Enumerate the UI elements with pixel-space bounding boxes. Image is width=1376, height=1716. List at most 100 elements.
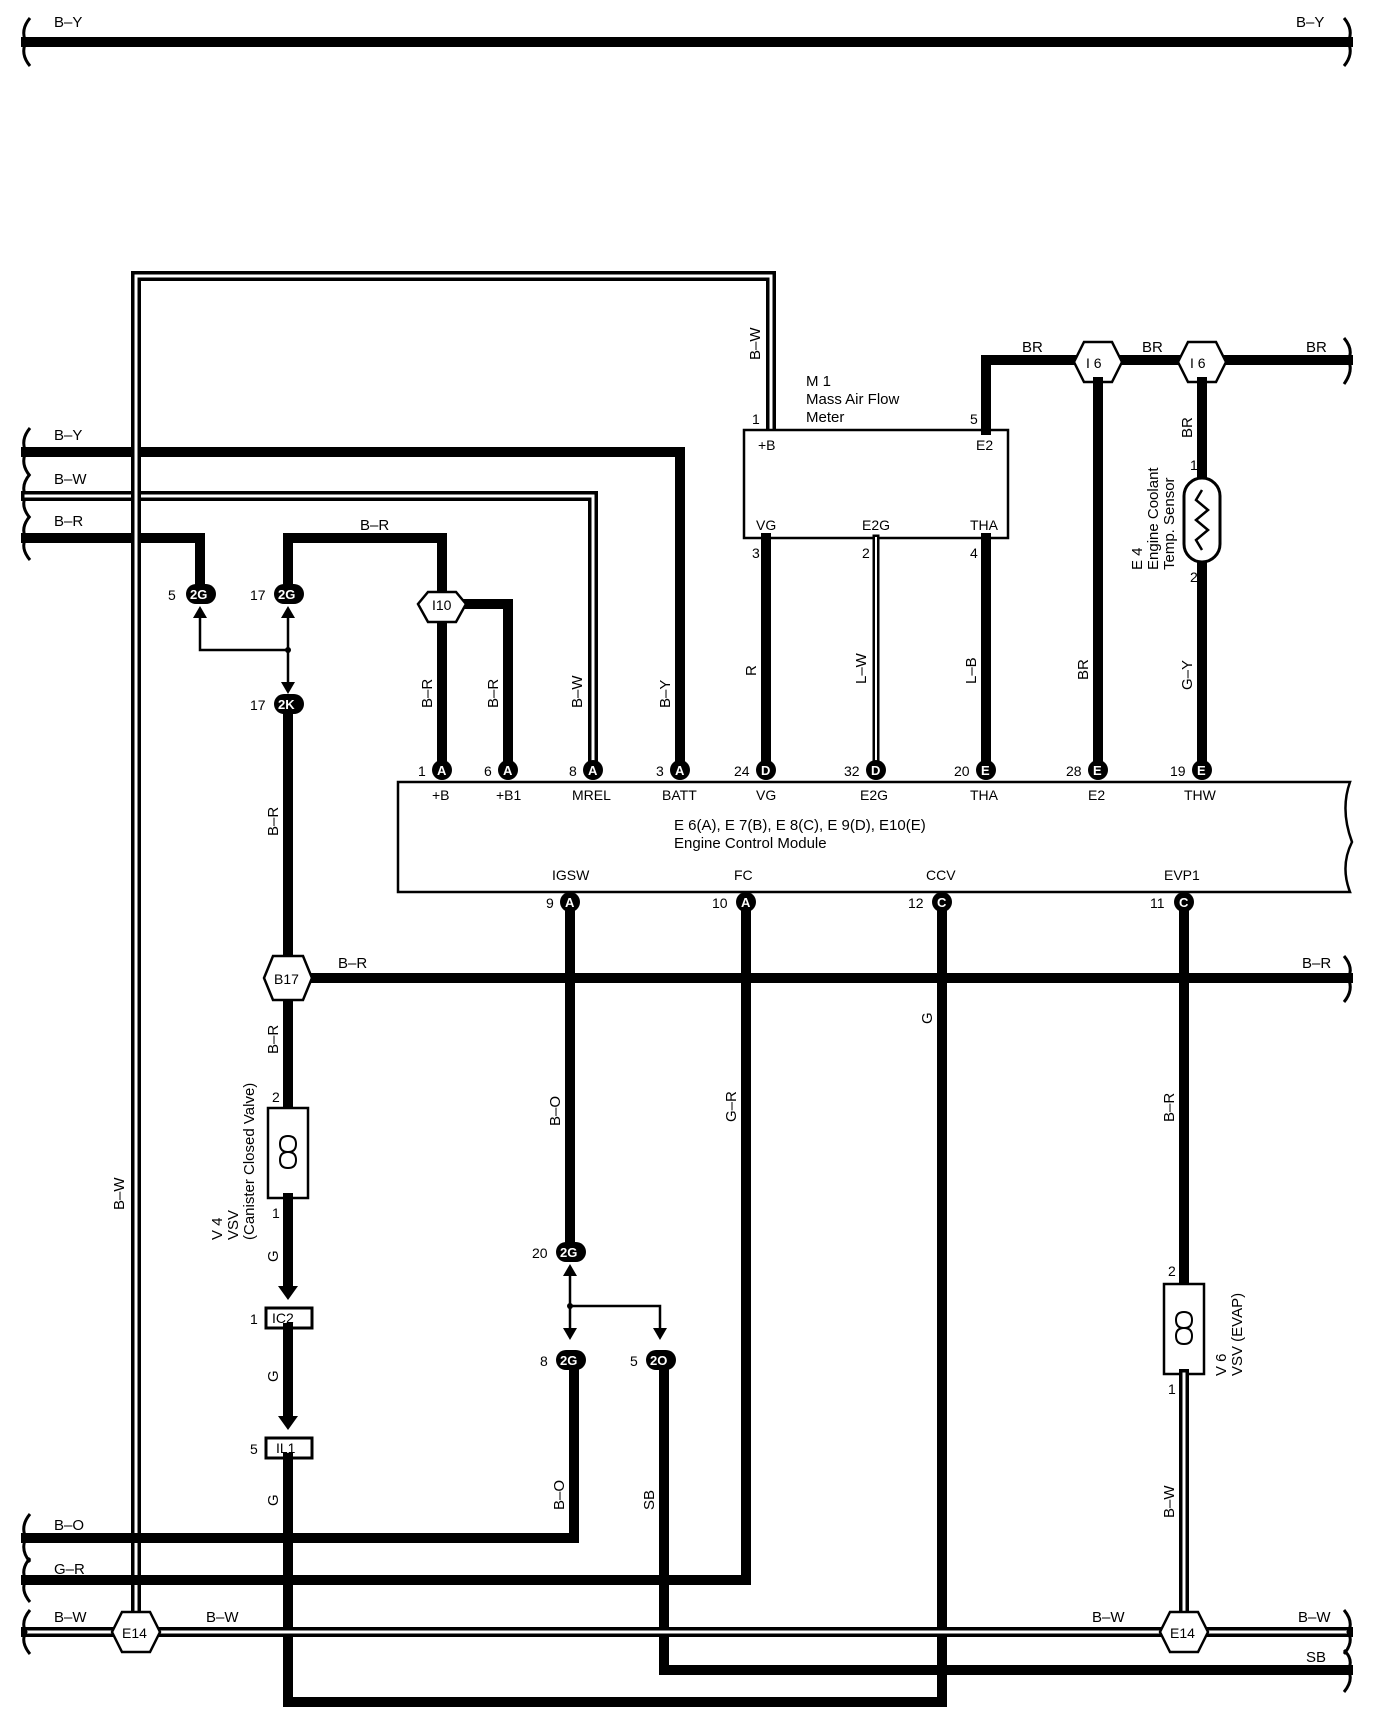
svg-text:E14: E14 (122, 1625, 147, 1641)
wire-label-e2: BR (1075, 659, 1092, 680)
svg-text:MREL: MREL (572, 787, 611, 803)
svg-text:5: 5 (630, 1353, 638, 1369)
bottom-right-bw-right: B–W (1298, 1609, 1331, 1626)
svg-text:12: 12 (908, 895, 924, 911)
svg-text:+B: +B (432, 787, 450, 803)
svg-text:G–Y: G–Y (1179, 660, 1196, 690)
svg-text:IL1: IL1 (276, 1440, 296, 1456)
svg-text:E2G: E2G (862, 517, 890, 533)
svg-text:2G: 2G (560, 1245, 577, 1260)
junction-e14a: E14 (110, 1610, 162, 1654)
br-evp-label: B–R (1161, 1093, 1178, 1122)
svg-text:5: 5 (970, 411, 978, 427)
svg-text:8: 8 (540, 1353, 548, 1369)
bottom-left-bw-mid: B–W (206, 1609, 239, 1626)
svg-text:17: 17 (250, 587, 266, 603)
junction-b17: B17 (262, 954, 314, 1002)
svg-text:A: A (741, 895, 751, 910)
svg-text:2K: 2K (278, 697, 295, 712)
svg-text:D: D (871, 763, 880, 778)
svg-text:24: 24 (734, 763, 750, 779)
br-label-1: BR (1022, 339, 1043, 356)
svg-text:A: A (588, 763, 598, 778)
vsv-canister: 2 1 V 4 VSV (Canister Closed Valve) (209, 1083, 310, 1240)
maf-wire-in-label: B–W (747, 327, 764, 360)
svg-text:2: 2 (1190, 569, 1198, 585)
svg-text:A: A (437, 763, 447, 778)
engine-control-module: E 6(A), E 7(B), E 8(C), E 9(D), E10(E) E… (396, 780, 1354, 894)
mass-air-flow-meter: M 1 Mass Air Flow Meter +B E2 VG E2G THA… (742, 373, 1010, 561)
wire-label-pb: B–R (419, 679, 436, 708)
g-below-il1-label: G (265, 1494, 282, 1506)
svg-text:32: 32 (844, 763, 860, 779)
bottom-left-brackets: B–O G–R B–W B–W (22, 1513, 239, 1655)
svg-text:6: 6 (484, 763, 492, 779)
svg-text:17: 17 (250, 697, 266, 713)
svg-text:19: 19 (1170, 763, 1186, 779)
svg-text:I 6: I 6 (1086, 355, 1102, 371)
connectors-2g-2k: 2G 5 2G 17 2K 17 (168, 584, 304, 714)
svg-text:2: 2 (862, 545, 870, 561)
junction-e14b: E14 (1158, 1610, 1210, 1654)
svg-text:A: A (565, 895, 575, 910)
svg-text:E2: E2 (976, 437, 993, 453)
connector-2g-8: 2G 8 (540, 1350, 586, 1370)
ecm-pin-pb: A1 +B (418, 760, 452, 803)
svg-text:BR: BR (1179, 417, 1196, 438)
svg-text:11: 11 (1150, 895, 1165, 911)
svg-text:Engine Coolant: Engine Coolant (1145, 467, 1162, 570)
wire-label-mrel: B–W (569, 675, 586, 708)
svg-text:E14: E14 (1170, 1625, 1195, 1641)
svg-text:E: E (981, 763, 990, 778)
svg-text:2G: 2G (278, 587, 295, 602)
br-below-b17-label: B–R (265, 1025, 282, 1054)
svg-text:2G: 2G (190, 587, 207, 602)
svg-text:THA: THA (970, 787, 999, 803)
junction-i10: I10 (416, 590, 468, 624)
wire-label-batt: B–Y (657, 680, 674, 708)
bottom-right-brackets: B–W B–W SB (1092, 1609, 1352, 1693)
svg-text:1: 1 (418, 763, 426, 779)
bottom-right-sb: SB (1306, 1649, 1326, 1666)
svg-text:2: 2 (1168, 1263, 1176, 1279)
svg-text:2: 2 (272, 1089, 280, 1105)
svg-text:1: 1 (1168, 1381, 1176, 1397)
svg-text:CCV: CCV (926, 867, 956, 883)
ecm-title-line1: E 6(A), E 7(B), E 8(C), E 9(D), E10(E) (674, 817, 926, 834)
svg-text:E2G: E2G (860, 787, 888, 803)
left-label-bw: B–W (54, 471, 87, 488)
g-below-ic2-label: G (265, 1370, 282, 1382)
svg-text:IGSW: IGSW (552, 867, 590, 883)
svg-text:A: A (503, 763, 513, 778)
svg-text:V 4: V 4 (209, 1217, 226, 1240)
svg-text:EVP1: EVP1 (1164, 867, 1200, 883)
br-top-mid-label: B–R (360, 517, 389, 534)
svg-text:E2: E2 (1088, 787, 1105, 803)
connector-2g-20: 2G 20 (532, 1242, 586, 1262)
svg-text:C: C (937, 895, 947, 910)
br-left-col-label: B–R (265, 807, 282, 836)
sb-lower-label: SB (641, 1490, 658, 1510)
svg-text:D: D (761, 763, 770, 778)
svg-text:20: 20 (954, 763, 970, 779)
connector-ic2: IC2 1 (250, 1306, 314, 1330)
svg-text:1: 1 (752, 411, 760, 427)
wire-label-vg: R (743, 665, 760, 676)
wire-label-e2g: L–W (853, 652, 870, 684)
br-label-2: BR (1142, 339, 1163, 356)
junction-i6a: I 6 (1072, 340, 1124, 384)
bottom-right-bw-left: B–W (1092, 1609, 1125, 1626)
svg-text:20: 20 (532, 1245, 548, 1261)
bo-igsw-label: B–O (547, 1096, 564, 1126)
svg-text:(Canister Closed Valve): (Canister Closed Valve) (241, 1083, 258, 1240)
g-below-vsv-label: G (265, 1250, 282, 1262)
svg-text:5: 5 (250, 1441, 258, 1457)
vsv-evap: 2 1 V 6 VSV (EVAP) (1162, 1263, 1246, 1397)
